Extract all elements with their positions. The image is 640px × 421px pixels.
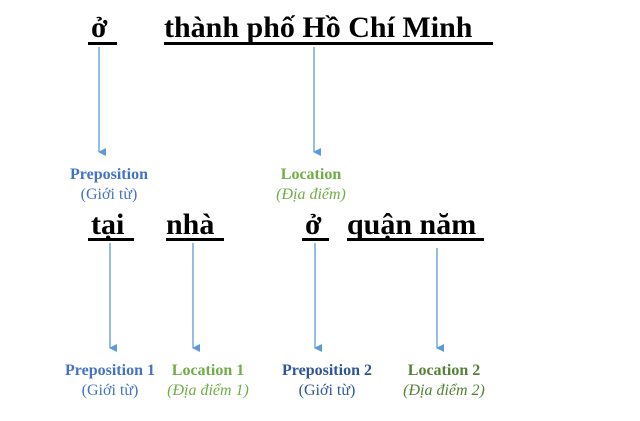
- sentence1-underline-preposition: [88, 42, 117, 45]
- sentence1-word-location: thành phố Hồ Chí Minh: [164, 11, 473, 44]
- sentence2-underline-location-1: [166, 238, 224, 241]
- gloss-preposition: (Giới từ): [80, 186, 138, 203]
- label-preposition: Preposition: [70, 166, 148, 183]
- sentence1-underline-location: [164, 42, 493, 45]
- label-location-2: Location 2: [407, 362, 481, 379]
- sentence2-word-location-1: nhà: [166, 208, 215, 241]
- label-location: Location: [280, 166, 342, 183]
- gloss-location: (Địa điểm): [276, 186, 346, 203]
- label-location-1: Location 1: [171, 362, 245, 379]
- sentence2-underline-preposition-2: [302, 238, 329, 241]
- sentence2-word-location-2: quận năm: [347, 208, 477, 241]
- sentence2-word-preposition-2: ở: [305, 208, 322, 241]
- label-preposition-1: Preposition 1: [65, 362, 155, 379]
- gloss-preposition-2: (Giới từ): [298, 382, 356, 399]
- gloss-location-1: (Địa điểm 1): [167, 382, 249, 399]
- sentence2-underline-location-2: [347, 238, 484, 241]
- sentence2-underline-preposition-1: [88, 238, 134, 241]
- label-preposition-2: Preposition 2: [282, 362, 372, 379]
- gloss-preposition-1: (Giới từ): [81, 382, 139, 399]
- gloss-location-2: (Địa điểm 2): [403, 382, 485, 399]
- sentence1-word-preposition: ở: [91, 11, 108, 44]
- sentence2-word-preposition-1: tại: [91, 208, 125, 241]
